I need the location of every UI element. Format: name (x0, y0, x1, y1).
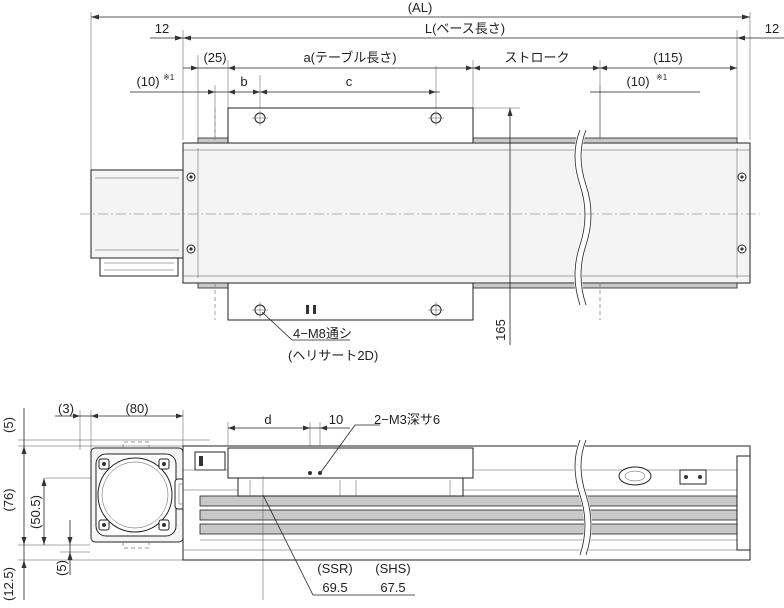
dim-3: (3) (58, 401, 74, 416)
label-ssr: (SSR) (317, 561, 352, 576)
callout-m3-tapped: 2−M3深サ6 (374, 412, 440, 427)
dim-b: b (240, 74, 247, 89)
dim-right-12: 12 (765, 21, 779, 36)
dim-stroke: ストローク (504, 50, 569, 65)
base-bolt (737, 244, 747, 254)
dim-d: d (264, 412, 271, 427)
dim-115: (115) (653, 50, 682, 65)
motor-screw (98, 458, 110, 470)
base-bolt (186, 172, 196, 182)
callout-m8-holes: 4−M8通シ (293, 326, 352, 341)
dim-165: 165 (493, 319, 508, 341)
dim-left-12: 12 (155, 21, 169, 36)
dim-c: c (346, 74, 353, 89)
value-ssr: 69.5 (322, 580, 347, 595)
top-view (80, 12, 784, 345)
dim-12-5: (12.5) (1, 567, 16, 601)
motor-screw (98, 519, 110, 531)
dim-50-5: (50.5) (28, 495, 43, 529)
dim-76: (76) (1, 488, 16, 511)
dim-a-table-length: a(テーブル長さ) (303, 50, 396, 65)
dim-5-bottom: (5) (54, 560, 69, 576)
motor-screw (158, 458, 170, 470)
dim-l-base-length: L(ベース長さ) (425, 21, 505, 36)
dim-80: (80) (125, 401, 148, 416)
value-shs: 67.5 (380, 580, 405, 595)
dim-10-right: (10) (626, 74, 649, 89)
dim-5-top: (5) (1, 417, 16, 433)
note-mark-right: ※1 (656, 73, 668, 82)
label-shs: (SHS) (375, 561, 410, 576)
dim-10-front: 10 (329, 412, 343, 427)
motor-screw (158, 519, 170, 531)
dim-25: (25) (203, 50, 226, 65)
base-bolt (186, 244, 196, 254)
base-bolt (737, 172, 747, 182)
table-hole (428, 302, 444, 318)
note-mark-left: ※1 (163, 73, 175, 82)
dim-10-left: (10) (136, 74, 159, 89)
dim-al: (AL) (408, 0, 433, 15)
callout-helisert: (ヘリサート2D) (288, 348, 378, 363)
table-hole (252, 110, 268, 126)
front-view (18, 408, 751, 600)
table-hole (428, 110, 444, 126)
